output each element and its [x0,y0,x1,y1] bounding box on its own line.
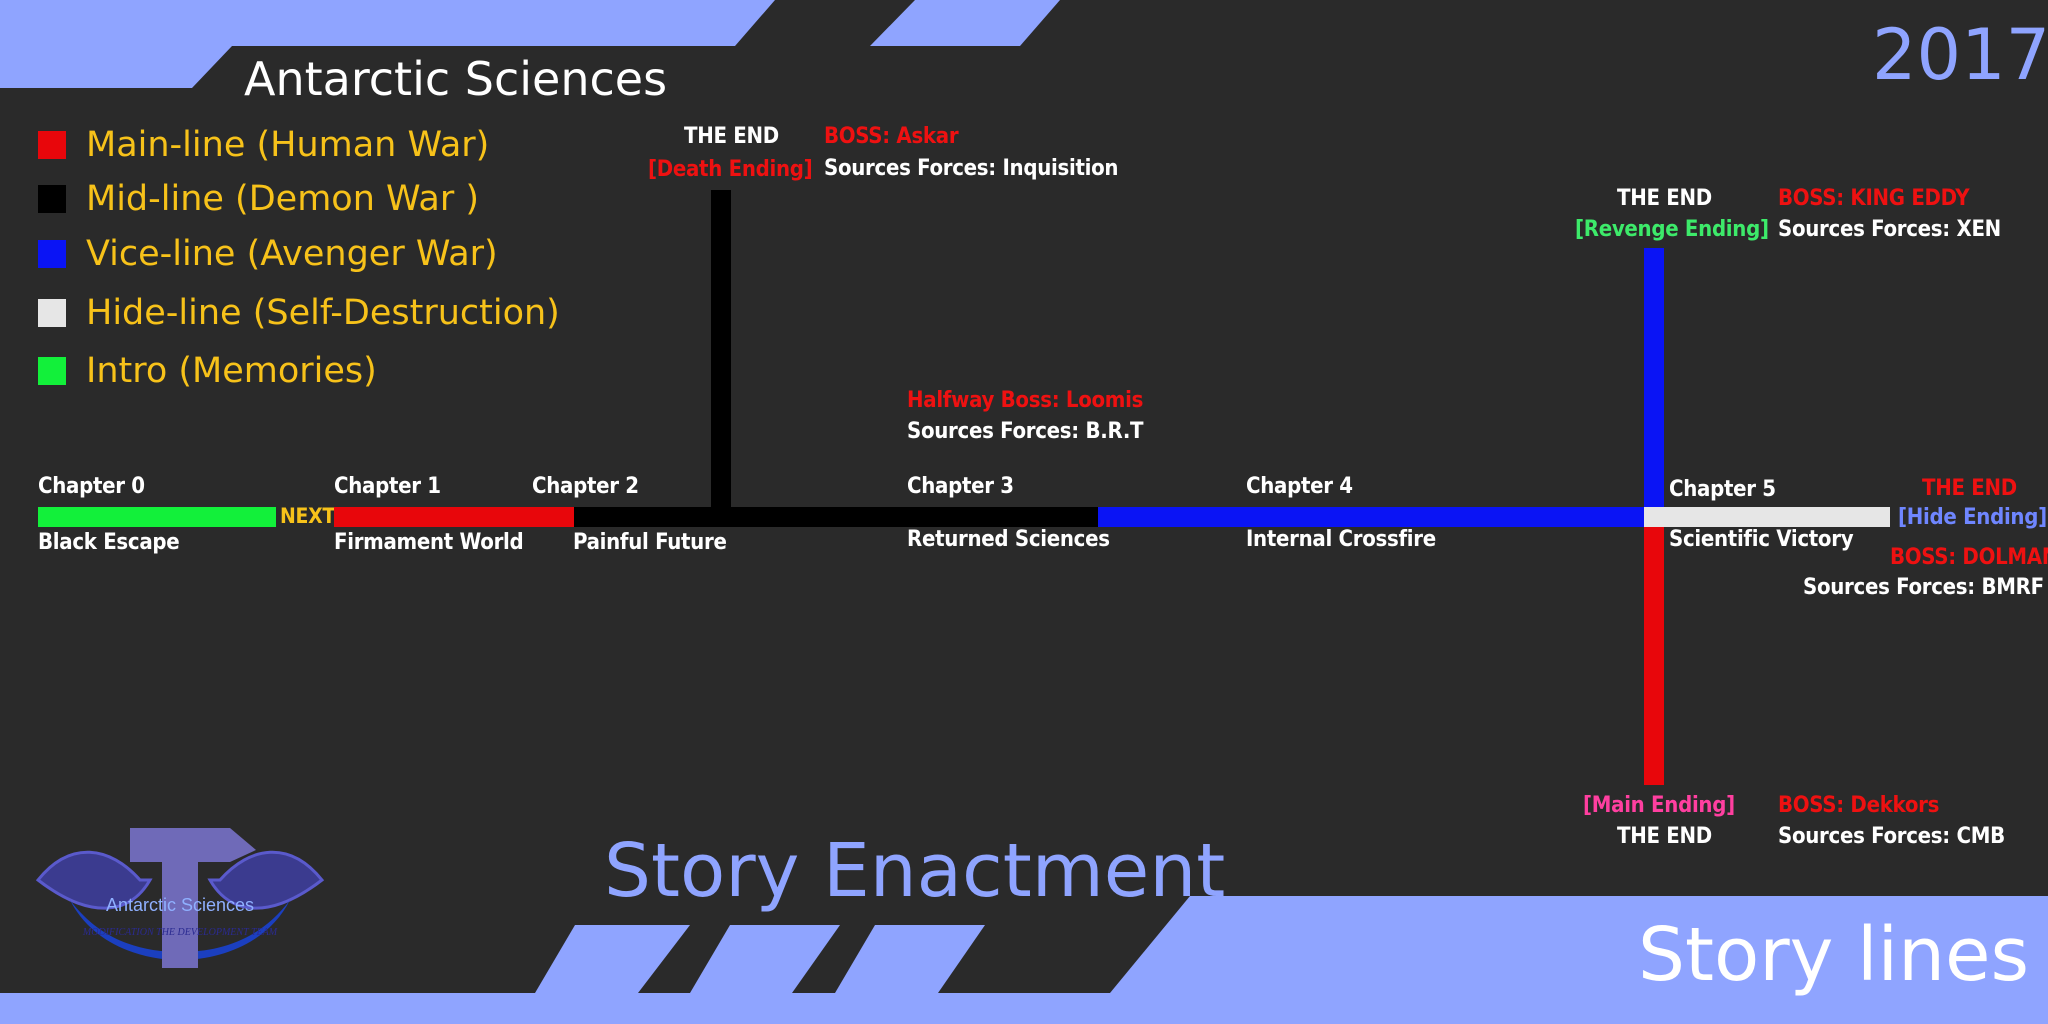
svg-text:Antarctic Sciences: Antarctic Sciences [106,895,254,915]
year-label: 2017 [1872,14,2048,96]
death-the-end: THE END [684,124,779,149]
main-ending-branch [1644,527,1664,785]
legend-label: Main-line (Human War) [86,125,490,165]
bottom-stripe-3 [835,925,985,993]
top-banner-shapes [0,0,1060,88]
chapter-0-title: Chapter 0 [38,474,145,499]
top-left-banner [0,0,775,88]
bottom-stripe-1 [535,925,690,993]
chapter-3-subtitle: Returned Sciences [907,527,1110,552]
death-forces: Sources Forces: Inquisition [824,156,1119,181]
halfway-boss: Halfway Boss: Loomis [907,388,1144,413]
chapter-3-title: Chapter 3 [907,474,1014,499]
story-lines-title: Story lines [1638,912,2030,998]
page-title: Antarctic Sciences [244,52,668,106]
legend-swatch-black [38,185,66,213]
death-ending-branch [711,190,731,510]
revenge-the-end: THE END [1617,186,1712,211]
chapter-4-title: Chapter 4 [1246,474,1353,499]
death-boss: BOSS: Askar [824,124,959,149]
hide-ending-label: [Hide Ending] [1898,505,2047,530]
antarctic-sciences-logo: Antarctic Sciences MODIFICATION THE DEVE… [35,828,325,968]
legend-swatch-green [38,357,66,385]
story-enactment-title: Story Enactment [604,828,1226,914]
next-label: NEXT [280,504,335,528]
legend-swatch-red [38,131,66,159]
legend-label: Hide-line (Self-Destruction) [86,293,560,333]
revenge-boss: BOSS: KING EDDY [1778,186,1970,211]
legend-swatch-white [38,299,66,327]
chapter-2-title: Chapter 2 [532,474,639,499]
legend-label: Mid-line (Demon War ) [86,179,479,219]
bottom-base-strip [0,993,2048,1024]
main-the-end: THE END [1617,824,1712,849]
bottom-right-banner [1110,896,2048,993]
legend-item-main-line: Main-line (Human War) [38,125,490,165]
mid-line-segment [574,507,1098,527]
svg-text:MODIFICATION THE DEVELOPMENT T: MODIFICATION THE DEVELOPMENT TEAM [82,927,278,938]
death-ending-label: [Death Ending] [648,157,813,182]
legend-label: Intro (Memories) [86,351,377,391]
chapter-4-subtitle: Internal Crossfire [1246,527,1436,552]
top-mid-banner [870,0,1060,46]
hide-boss: BOSS: DOLMAN [1890,545,2048,570]
chapter-5-subtitle: Scientific Victory [1669,527,1854,552]
chapter-1-title: Chapter 1 [334,474,441,499]
main-ending-label: [Main Ending] [1583,793,1735,818]
hide-the-end: THE END [1922,476,2017,501]
main-line-segment [334,507,574,527]
main-forces: Sources Forces: CMB [1778,824,2005,849]
legend-item-mid-line: Mid-line (Demon War ) [38,179,479,219]
vice-line-segment [1098,507,1644,527]
revenge-forces: Sources Forces: XEN [1778,217,2001,242]
hide-line-segment [1644,507,1890,527]
legend-label: Vice-line (Avenger War) [86,234,498,274]
chapter-0-subtitle: Black Escape [38,530,180,555]
chapter-5-title: Chapter 5 [1669,477,1776,502]
intro-line-segment [38,507,276,527]
legend-item-intro: Intro (Memories) [38,351,377,391]
revenge-ending-branch [1644,248,1664,510]
chapter-1-subtitle: Firmament World [334,530,524,555]
legend-swatch-blue [38,240,66,268]
chapter-2-subtitle: Painful Future [573,530,727,555]
legend-item-vice-line: Vice-line (Avenger War) [38,234,498,274]
legend-item-hide-line: Hide-line (Self-Destruction) [38,293,560,333]
halfway-forces: Sources Forces: B.R.T [907,419,1144,444]
bottom-stripe-2 [690,925,840,993]
hide-forces: Sources Forces: BMRF [1803,575,2044,600]
main-boss: BOSS: Dekkors [1778,793,1940,818]
bottom-banner-shapes [0,896,2048,1024]
revenge-ending-label: [Revenge Ending] [1575,217,1769,242]
